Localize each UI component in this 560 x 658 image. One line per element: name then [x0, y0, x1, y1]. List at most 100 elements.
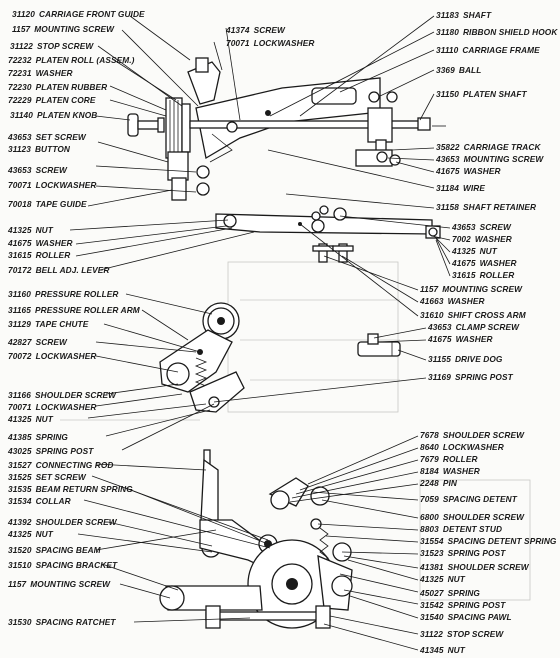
part-number: 31169 [428, 372, 451, 382]
part-number: 41675 [428, 334, 452, 344]
pressure-roller-gear [202, 302, 240, 340]
part-number: 41325 [8, 225, 32, 235]
part-name: SPACING DETENT SPRING [447, 536, 557, 546]
part-number: 31525 [8, 472, 32, 482]
part-name: SCREW [253, 25, 285, 35]
part-name: LOCKWASHER [253, 38, 315, 48]
part-name: CONNECTING ROD [35, 460, 114, 470]
spacing-detent-spring [319, 527, 329, 565]
part-name: MOUNTING SCREW [442, 284, 523, 294]
part-name: WASHER [35, 238, 73, 248]
part-number: 41325 [420, 574, 444, 584]
part-name: SET SCREW [35, 132, 86, 142]
part-name: SPRING POST [447, 600, 506, 610]
part-name: SCREW [479, 222, 511, 232]
part-name: DETENT STUD [442, 524, 503, 534]
part-number: 31140 [10, 110, 33, 120]
part-name: RIBBON SHIELD HOOK [462, 27, 558, 37]
part-name: WASHER [35, 68, 73, 78]
part-name: CARRIAGE FRAME [462, 45, 540, 55]
part-number: 31129 [8, 319, 31, 329]
part-name: DRIVE DOG [454, 354, 503, 364]
part-number: 8184 [420, 466, 439, 476]
part-name: NUT [35, 225, 53, 235]
part-name: SHOULDER SCREW [34, 390, 117, 400]
part-name: SHIFT CROSS ARM [447, 310, 526, 320]
part-name: TAPE GUIDE [35, 199, 87, 209]
part-name: BALL [458, 65, 482, 75]
part-name: CARRIAGE FRONT GUIDE [38, 9, 145, 19]
part-name: ROLLER [442, 454, 478, 464]
part-name: SHAFT [462, 10, 492, 20]
part-number: 70071 [8, 402, 32, 412]
leader-lines [69, 15, 451, 651]
part-number: 41325 [8, 414, 32, 424]
part-name: NUT [35, 529, 53, 539]
part-name: ROLLER [35, 250, 71, 260]
part-number: 1157 [12, 24, 31, 34]
part-number: 7678 [420, 430, 439, 440]
part-name: PRESSURE ROLLER [34, 289, 119, 299]
part-name: WASHER [479, 258, 517, 268]
part-number: 31155 [428, 354, 451, 364]
part-number: 45027 [420, 588, 444, 598]
part-name: SPACING PAWL [447, 612, 512, 622]
carriage-frame [195, 77, 381, 163]
part-number: 31123 [8, 144, 31, 154]
part-number: 8640 [420, 442, 439, 452]
mounting-screw [368, 91, 380, 103]
part-name: COLLAR [35, 496, 71, 506]
pawl-screw [331, 575, 353, 597]
part-name: MOUNTING SCREW [34, 24, 115, 34]
part-name: MOUNTING SCREW [463, 154, 544, 164]
part-number: 2248 [420, 478, 439, 488]
part-number: 31615 [452, 270, 476, 280]
part-number: 41392 [8, 517, 32, 527]
part-name: SHOULDER SCREW [442, 430, 525, 440]
part-number: 31120 [12, 9, 35, 19]
part-name: SHOULDER SCREW [35, 517, 117, 527]
part-number: 41325 [8, 529, 32, 539]
mounting-screw-2 [386, 91, 398, 103]
part-number: 31523 [420, 548, 444, 558]
support-post [167, 151, 189, 181]
stop-nut-right [315, 605, 331, 629]
part-number: 7059 [420, 494, 439, 504]
part-number: 31610 [420, 310, 444, 320]
part-number: 41345 [420, 645, 444, 655]
track-screw-2 [389, 154, 401, 166]
part-number: 3369 [436, 65, 455, 75]
